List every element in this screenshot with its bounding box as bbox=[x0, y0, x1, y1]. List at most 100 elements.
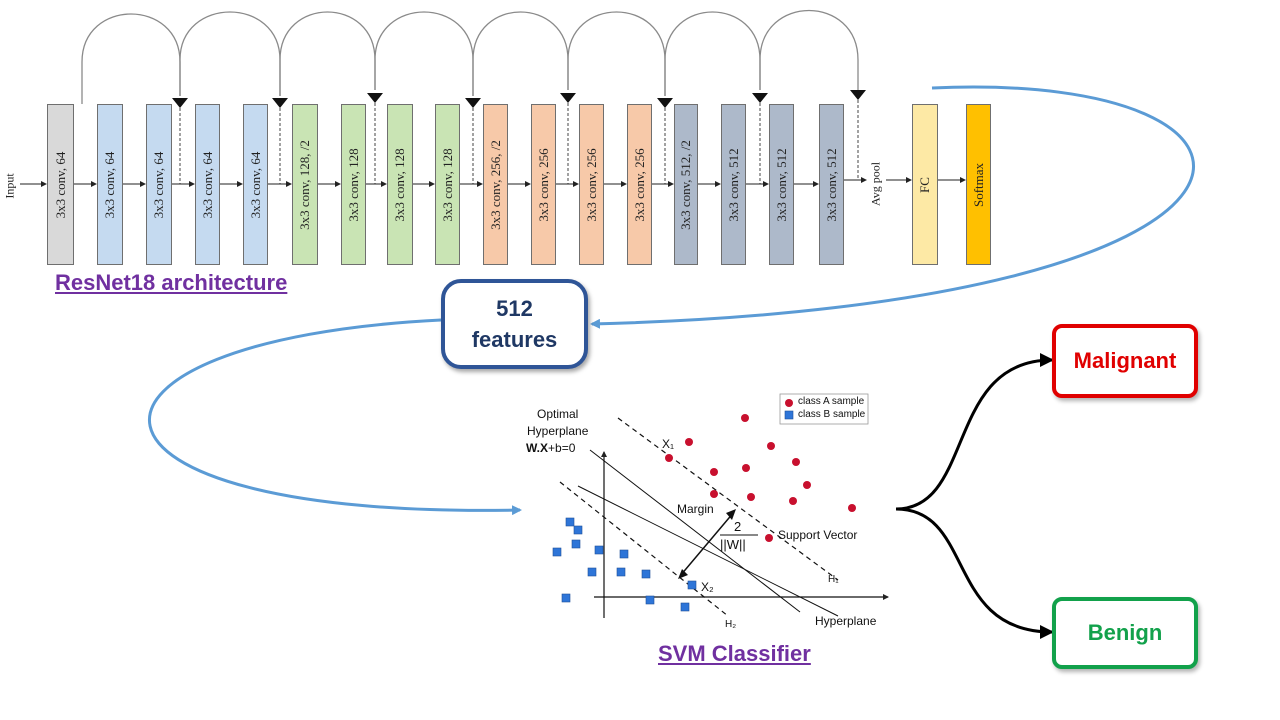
svm-line-hyperplane bbox=[577, 485, 839, 617]
conv-block-label: 3x3 conv, 512, /2 bbox=[678, 139, 693, 230]
conv-block-2: 3x3 conv, 64 bbox=[97, 104, 123, 265]
legend-class-b-label: class B sample bbox=[798, 409, 866, 420]
fc-block-label: FC bbox=[917, 176, 932, 193]
skip-arrowhead bbox=[367, 93, 383, 103]
class-a-point bbox=[789, 497, 797, 505]
conv-block-16: 3x3 conv, 512 bbox=[769, 104, 794, 265]
conv-block-14: 3x3 conv, 512, /2 bbox=[674, 104, 698, 265]
skip-arc-2 bbox=[179, 11, 281, 96]
class-a-point bbox=[685, 438, 693, 446]
class-a-point bbox=[747, 493, 755, 501]
class-a-point bbox=[803, 481, 811, 489]
conv-block-8: 3x3 conv, 128 bbox=[387, 104, 413, 265]
conv-block-7: 3x3 conv, 128 bbox=[341, 104, 366, 265]
conv-block-15: 3x3 conv, 512 bbox=[721, 104, 746, 265]
class-b-point bbox=[587, 567, 597, 577]
conv-block-label: 3x3 conv, 512 bbox=[773, 147, 789, 222]
skip-arrowhead bbox=[752, 93, 768, 103]
class-a-point bbox=[792, 458, 800, 466]
conv-block-5: 3x3 conv, 64 bbox=[243, 104, 268, 265]
conv-block-label: 3x3 conv, 64 bbox=[151, 151, 166, 218]
h2-label: H₂ bbox=[725, 619, 737, 630]
skip-arrowhead bbox=[172, 98, 188, 108]
h1-label: H₁ bbox=[828, 574, 839, 585]
conv-block-label: 3x3 conv, 512 bbox=[725, 147, 741, 222]
class-b-point bbox=[641, 569, 651, 579]
arrow-to-malignant bbox=[895, 353, 1054, 511]
skip-arc-1 bbox=[81, 13, 181, 104]
margin-label: Margin bbox=[677, 502, 714, 516]
class-b-point bbox=[619, 549, 629, 559]
svm-title-link[interactable]: SVM Classifier bbox=[658, 641, 811, 666]
class-b-point bbox=[645, 595, 655, 605]
class-a-point bbox=[848, 504, 856, 512]
flow-features-to-svm bbox=[148, 318, 522, 516]
class-b-points bbox=[552, 517, 697, 612]
skip-arrowhead bbox=[272, 98, 288, 108]
conv-block-label: 3x3 conv, 128 bbox=[439, 147, 455, 222]
support-vector-label: Support Vector bbox=[778, 528, 858, 542]
legend-class-a-label: class A sample bbox=[798, 396, 865, 407]
conv-block-label: 3x3 conv, 256 bbox=[535, 147, 551, 222]
class-a-point bbox=[742, 464, 750, 472]
softmax-block: Softmax bbox=[966, 104, 991, 265]
svm-plot bbox=[552, 393, 889, 618]
skip-arc-8 bbox=[759, 9, 859, 90]
avg-pool-label: Avg pool bbox=[868, 161, 883, 207]
skip-arc-3 bbox=[279, 11, 376, 96]
class-a-point bbox=[710, 490, 718, 498]
class-b-point bbox=[594, 545, 604, 555]
resnet-title-link[interactable]: ResNet18 architecture bbox=[55, 270, 288, 295]
svm-margin-arrow bbox=[679, 511, 735, 577]
conv-block-1: 3x3 conv, 64 bbox=[47, 104, 74, 265]
conv-block-9: 3x3 conv, 128 bbox=[435, 104, 460, 265]
svm-margin-arrowhead-bottom bbox=[678, 569, 688, 579]
class-a-point bbox=[665, 454, 673, 462]
skip-arc-4 bbox=[374, 11, 474, 96]
skip-arc-5 bbox=[472, 11, 569, 96]
skip-drop-lines bbox=[179, 100, 859, 184]
optimal-label-line1: Optimal bbox=[537, 407, 579, 421]
malignant-box: Malignant bbox=[1052, 324, 1198, 398]
conv-block-6: 3x3 conv, 128, /2 bbox=[292, 104, 318, 265]
conv-block-label: 3x3 conv, 64 bbox=[52, 151, 68, 218]
class-b-point bbox=[561, 593, 571, 603]
class-b-point bbox=[616, 567, 626, 577]
skip-arc-6 bbox=[567, 11, 666, 96]
conv-block-label: 3x3 conv, 256 bbox=[583, 147, 599, 222]
arrow-to-benign bbox=[895, 507, 1054, 639]
conv-block-label: 3x3 conv, 64 bbox=[199, 151, 215, 218]
svm-line-optimal bbox=[589, 449, 801, 613]
skip-connections bbox=[81, 9, 859, 104]
fraction-numerator: 2 bbox=[734, 519, 742, 534]
features-label: features bbox=[471, 327, 558, 352]
input-label: Input bbox=[2, 173, 17, 199]
conv-block-label: 3x3 conv, 64 bbox=[102, 151, 117, 218]
conv-block-label: 3x3 conv, 64 bbox=[247, 151, 263, 218]
class-b-point bbox=[687, 580, 697, 590]
conv-block-label: 3x3 conv, 512 bbox=[823, 147, 839, 222]
class-b-point bbox=[571, 539, 581, 549]
conv-block-label: 3x3 conv, 256 bbox=[631, 147, 647, 222]
x1-label: X₁ bbox=[662, 437, 675, 451]
conv-block-11: 3x3 conv, 256 bbox=[531, 104, 556, 265]
conv-block-17: 3x3 conv, 512 bbox=[819, 104, 844, 265]
conv-block-label: 3x3 conv, 128 bbox=[345, 147, 361, 222]
optimal-label-line2: Hyperplane bbox=[527, 424, 589, 438]
class-b-point bbox=[573, 525, 583, 535]
legend-class-b-marker bbox=[784, 410, 794, 420]
conv-block-3: 3x3 conv, 64 bbox=[146, 104, 172, 265]
features-count: 512 bbox=[496, 296, 533, 321]
skip-arrowheads bbox=[172, 90, 866, 108]
conv-block-13: 3x3 conv, 256 bbox=[627, 104, 652, 265]
class-b-point bbox=[552, 547, 562, 557]
skip-arc-7 bbox=[664, 11, 761, 96]
conv-block-label: 3x3 conv, 256, /2 bbox=[487, 139, 503, 230]
skip-arrowhead bbox=[560, 93, 576, 103]
equation-bias: +b=0 bbox=[548, 441, 576, 455]
conv-block-10: 3x3 conv, 256, /2 bbox=[483, 104, 508, 265]
class-b-point bbox=[565, 517, 575, 527]
x2-label: X₂ bbox=[701, 580, 714, 594]
